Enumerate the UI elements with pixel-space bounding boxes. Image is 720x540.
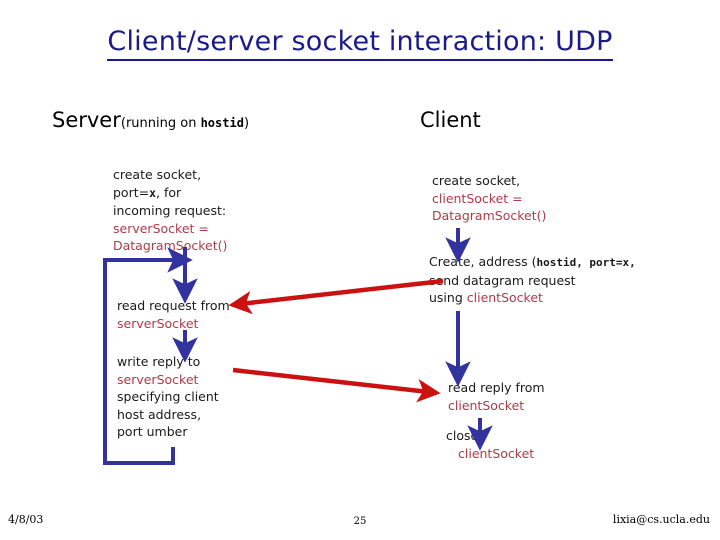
step-line-api: DatagramSocket() bbox=[432, 208, 547, 223]
footer-page-number: 25 bbox=[353, 516, 367, 527]
client-step-send-request: Create, address (hostid, port=x, send da… bbox=[429, 253, 636, 307]
client-step-create-socket: create socket, clientSocket = DatagramSo… bbox=[432, 172, 546, 225]
footer-date: 4/8/03 bbox=[8, 513, 44, 526]
step-line-api: clientSocket = bbox=[432, 190, 523, 206]
step-line-part: Create, address ( bbox=[429, 254, 537, 269]
client-column-heading: Client bbox=[420, 108, 481, 132]
step-line-api: clientSocket bbox=[448, 397, 525, 413]
step-line: close bbox=[446, 428, 479, 443]
client-step-close-socket: close clientSocket bbox=[446, 427, 534, 462]
server-label: Server bbox=[52, 108, 121, 132]
page-title-text: Client/server socket interaction: UDP bbox=[107, 26, 613, 61]
step-line: Create, address (hostid, port=x, bbox=[429, 253, 636, 272]
address-tuple: hostid, port=x, bbox=[536, 256, 636, 269]
page-title: Client/server socket interaction: UDP bbox=[0, 26, 720, 61]
step-line: using clientSocket bbox=[429, 289, 636, 307]
step-line-api: clientSocket bbox=[458, 445, 535, 461]
request-message-arrow-icon bbox=[228, 278, 444, 315]
step-line-part: , for bbox=[156, 184, 182, 200]
server-hostid: hostid bbox=[200, 116, 244, 130]
server-paren-open: (running on bbox=[120, 116, 201, 131]
step-line-part: port= bbox=[113, 184, 150, 200]
step-line: read reply from bbox=[448, 380, 545, 395]
footer-email: lixia@cs.ucla.edu bbox=[612, 513, 710, 526]
step-line-api: DatagramSocket() bbox=[113, 238, 228, 253]
step-line: port=x, for bbox=[113, 184, 227, 203]
server-step-read-request: read request from serverSocket bbox=[117, 297, 230, 332]
server-step-write-reply: write reply to serverSocket specifying c… bbox=[117, 353, 219, 441]
step-line-api: clientSocket bbox=[466, 290, 543, 305]
step-line: send datagram request bbox=[429, 272, 576, 288]
server-step-create-socket: create socket, port=x, for incoming requ… bbox=[113, 166, 227, 255]
reply-message-arrow-icon bbox=[232, 367, 441, 403]
step-line-api: serverSocket bbox=[117, 371, 199, 387]
step-line: specifying client bbox=[117, 389, 219, 404]
step-line: incoming request: bbox=[113, 203, 227, 218]
server-paren-close: ) bbox=[243, 116, 250, 131]
port-variable: x bbox=[149, 185, 157, 200]
step-line: create socket, bbox=[113, 167, 202, 182]
server-column-heading: Server(running on hostid) bbox=[52, 108, 249, 132]
step-line: read request from bbox=[117, 298, 230, 313]
step-line: host address, bbox=[117, 406, 202, 422]
step-line: write reply to bbox=[117, 354, 201, 369]
client-label: Client bbox=[420, 108, 481, 132]
step-line-api: serverSocket = bbox=[113, 220, 209, 236]
step-line: create socket, bbox=[432, 173, 521, 188]
step-line: port umber bbox=[117, 424, 188, 439]
client-step-read-reply: read reply from clientSocket bbox=[448, 379, 545, 414]
step-line-part: using bbox=[429, 290, 467, 305]
step-line-api: serverSocket bbox=[117, 315, 199, 331]
